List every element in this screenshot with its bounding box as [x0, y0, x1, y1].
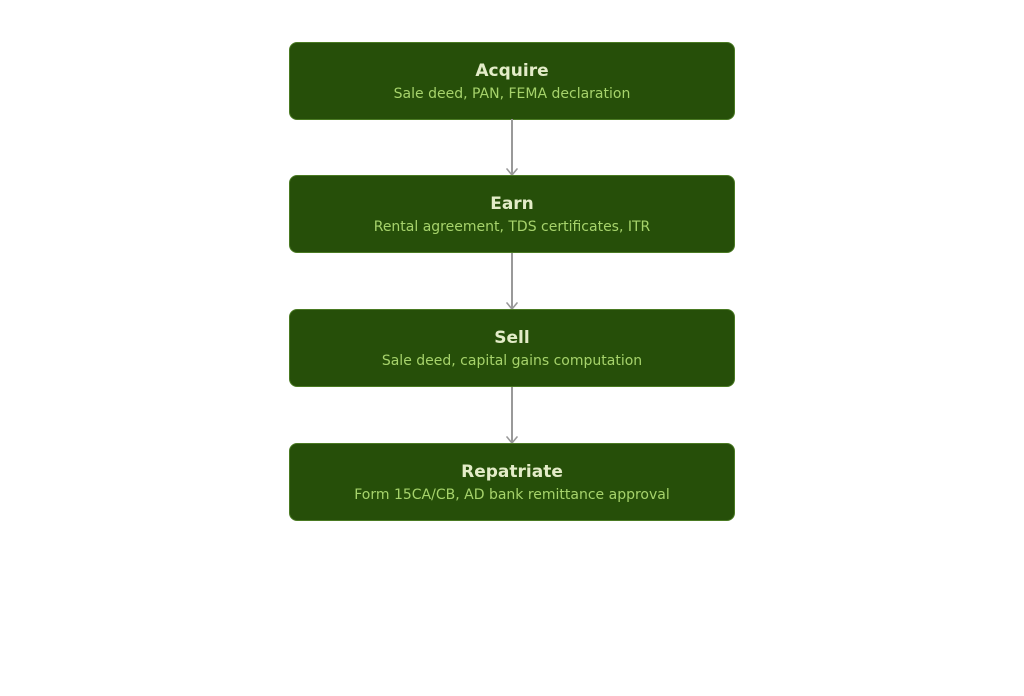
step-description: Sale deed, capital gains computation: [381, 352, 643, 369]
step-earn: Earn Rental agreement, TDS certificates,…: [289, 175, 735, 253]
arrow-down-icon: [506, 253, 518, 310]
step-sell: Sell Sale deed, capital gains computatio…: [289, 309, 735, 387]
step-description: Sale deed, PAN, FEMA declaration: [393, 85, 631, 102]
step-repatriate: Repatriate Form 15CA/CB, AD bank remitta…: [289, 443, 735, 521]
step-acquire: Acquire Sale deed, PAN, FEMA declaration: [289, 42, 735, 120]
arrow-down-icon: [506, 387, 518, 444]
step-title: Repatriate: [461, 461, 563, 482]
step-description: Rental agreement, TDS certificates, ITR: [373, 218, 651, 235]
step-description: Form 15CA/CB, AD bank remittance approva…: [354, 486, 670, 503]
arrow-down-icon: [506, 119, 518, 176]
step-title: Acquire: [475, 60, 549, 81]
step-title: Earn: [490, 193, 534, 214]
step-title: Sell: [494, 327, 530, 348]
arrow-sell-to-repatriate: [505, 387, 519, 444]
arrow-earn-to-sell: [505, 253, 519, 310]
arrow-acquire-to-earn: [505, 119, 519, 176]
